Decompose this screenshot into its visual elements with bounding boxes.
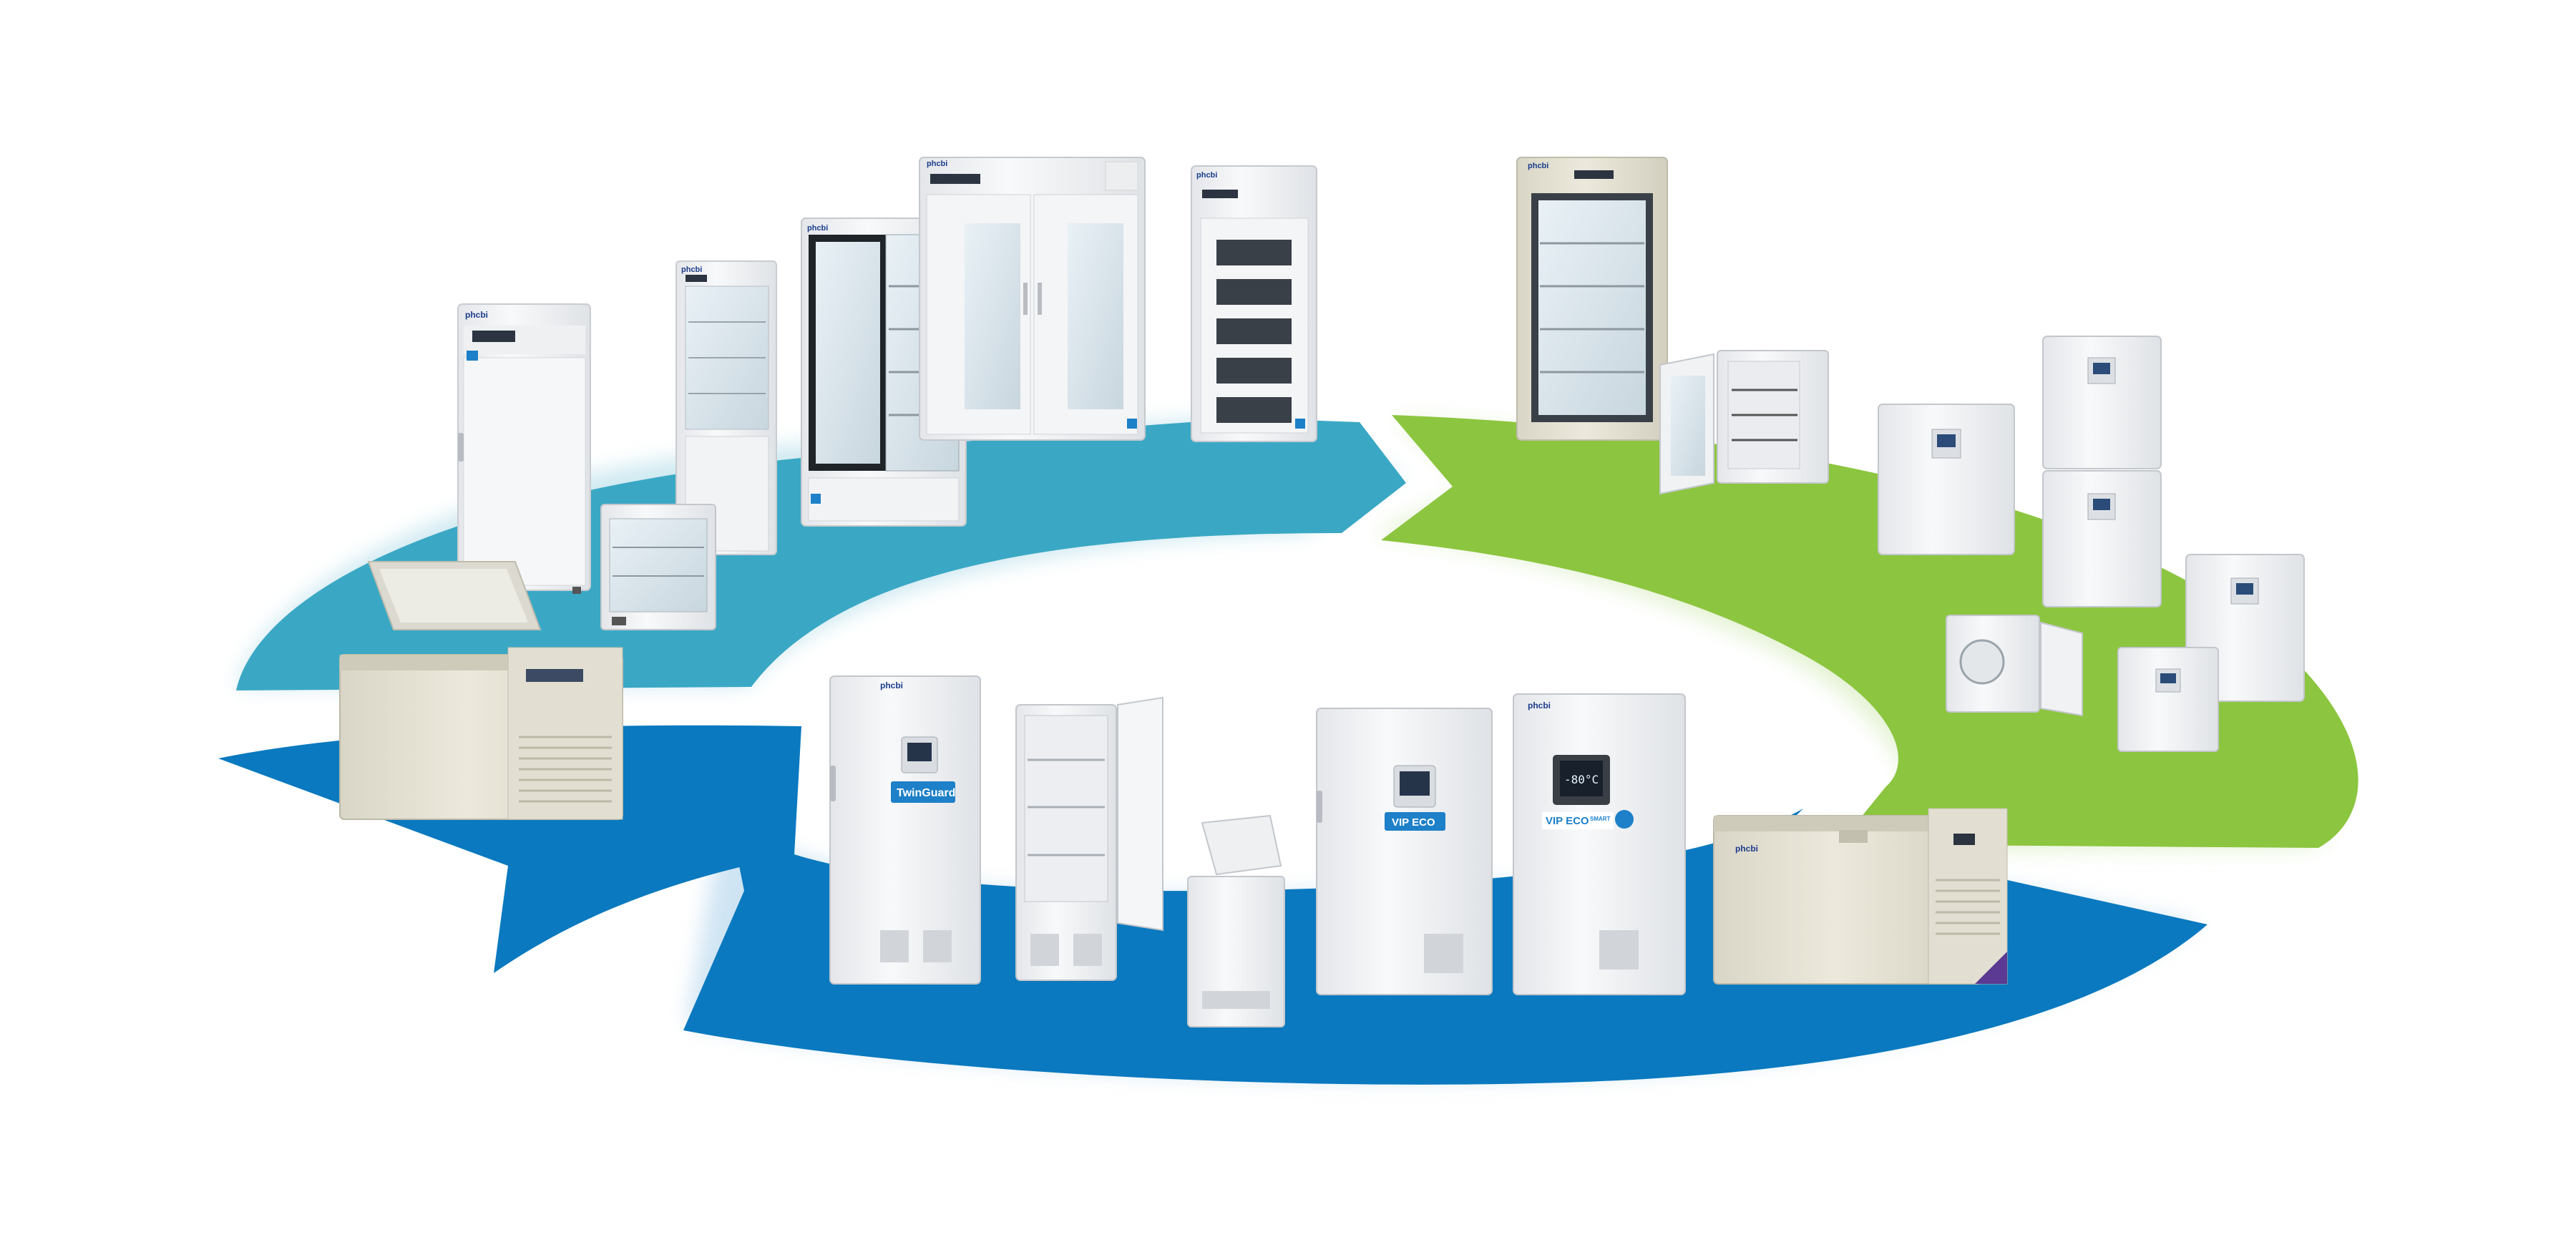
brand-logo: phcbi <box>465 310 488 320</box>
chest-cryogenic-freezer <box>339 561 623 820</box>
brand-logo: phcbi <box>880 680 903 690</box>
ult-freezer-vip-eco: VIP ECO <box>1316 708 1493 995</box>
brand-logo: phcbi <box>1528 700 1551 711</box>
co2-incubator-open <box>1659 350 1829 495</box>
drawer-refrigerator: phcbi <box>1191 165 1317 442</box>
growth-chamber-beige: phcbi <box>1516 157 1668 441</box>
brand-logo: phcbi <box>1735 844 1758 854</box>
ult-chest-freezer-beige: phcbi <box>1713 808 2008 985</box>
brand-logo: phcbi <box>807 224 828 233</box>
stacked-incubator-bottom <box>2042 470 2162 607</box>
vip-eco-badge: VIP ECO <box>1392 816 1435 829</box>
ult-freezer-twinguard: phcbi TwinGuard <box>829 675 981 985</box>
glass-door-refrigerator-narrow: phcbi <box>675 260 777 555</box>
brand-logo: phcbi <box>1196 171 1217 180</box>
arc-green <box>1381 415 2358 848</box>
temperature-readout: -80°C <box>1564 773 1599 786</box>
brand-logo: phcbi <box>927 160 947 168</box>
ult-freezer-compact-chest <box>1187 814 1285 1027</box>
twinguard-badge: TwinGuard <box>897 787 955 799</box>
incubator-small-front <box>2117 647 2219 752</box>
benchtop-refrigerator <box>600 504 716 630</box>
ult-freezer-vip-eco-smart: phcbi -80°C VIP ECO SMART <box>1513 693 1686 995</box>
incubator-open-small <box>1946 615 2083 717</box>
stacked-incubator-top <box>2042 336 2162 469</box>
ult-freezer-open-door <box>1015 696 1163 981</box>
brand-logo: phcbi <box>681 265 702 274</box>
brand-logo: phcbi <box>1528 162 1548 170</box>
smart-superscript: SMART <box>1590 816 1611 822</box>
upright-freezer-white: phcbi <box>457 303 591 594</box>
incubator-cube <box>1878 404 2015 555</box>
vent-grille <box>519 736 612 803</box>
double-door-refrigerator: phcbi <box>919 157 1146 441</box>
vip-eco-smart-badge: VIP ECO <box>1546 815 1589 827</box>
vent-grille <box>1936 879 2000 935</box>
